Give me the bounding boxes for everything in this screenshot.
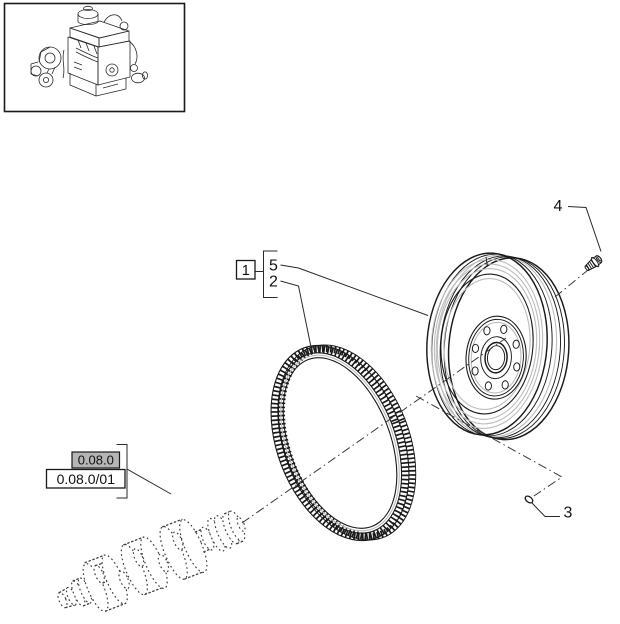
ref-box-current[interactable]: 0.08.0 (71, 451, 121, 469)
centerline-main (241, 269, 589, 524)
crankshaft-reference (57, 510, 246, 612)
mounting-bolt (584, 255, 603, 271)
ref-box-alternate-rect[interactable] (45, 468, 126, 489)
engine-thumbnail[interactable] (3, 2, 186, 113)
callout-bracket (263, 250, 278, 298)
ring-gear-root-circle (277, 352, 403, 534)
centerline-pin (415, 395, 563, 497)
callout-group-number[interactable]: 1 (242, 263, 250, 279)
dowel-pin (524, 495, 534, 504)
flywheel-bolt-holes (471, 324, 521, 391)
engine-thumbnail-box[interactable] (3, 2, 186, 113)
flywheel-face (426, 252, 548, 436)
ref-box-alternate[interactable]: 0.08.0/01 (45, 468, 126, 489)
flywheel-hub (465, 315, 527, 400)
callout-pin-number[interactable]: 3 (564, 505, 573, 522)
callout-ring-gear-number[interactable]: 2 (269, 274, 278, 291)
ring-gear (270, 344, 417, 542)
engine-thumbnail-sketch (30, 5, 148, 97)
flywheel-balance-mark (485, 256, 488, 267)
leader-bolt (567, 206, 602, 252)
leader-ring-gear (280, 280, 312, 350)
callout-group: 1 5 2 (235, 250, 278, 298)
leader-crankshaft-ref (126, 468, 172, 495)
leader-flywheel (280, 264, 429, 316)
flywheel-pilot-bore (484, 341, 508, 374)
ref-box-alternate-label[interactable]: 0.08.0/01 (57, 471, 116, 487)
reference-group: 0.08.0 0.08.0/01 (45, 444, 128, 499)
callout-flywheel-number[interactable]: 5 (269, 258, 278, 275)
reference-bracket (116, 444, 128, 499)
flywheel (426, 252, 570, 441)
callout-group-box[interactable]: 1 (235, 259, 256, 280)
ring-gear-bore (282, 357, 398, 529)
ref-box-current-rect[interactable] (71, 451, 121, 469)
leader-pin (531, 502, 560, 517)
ref-box-current-label[interactable]: 0.08.0 (78, 453, 114, 468)
callout-bolt-number[interactable]: 4 (554, 198, 563, 215)
